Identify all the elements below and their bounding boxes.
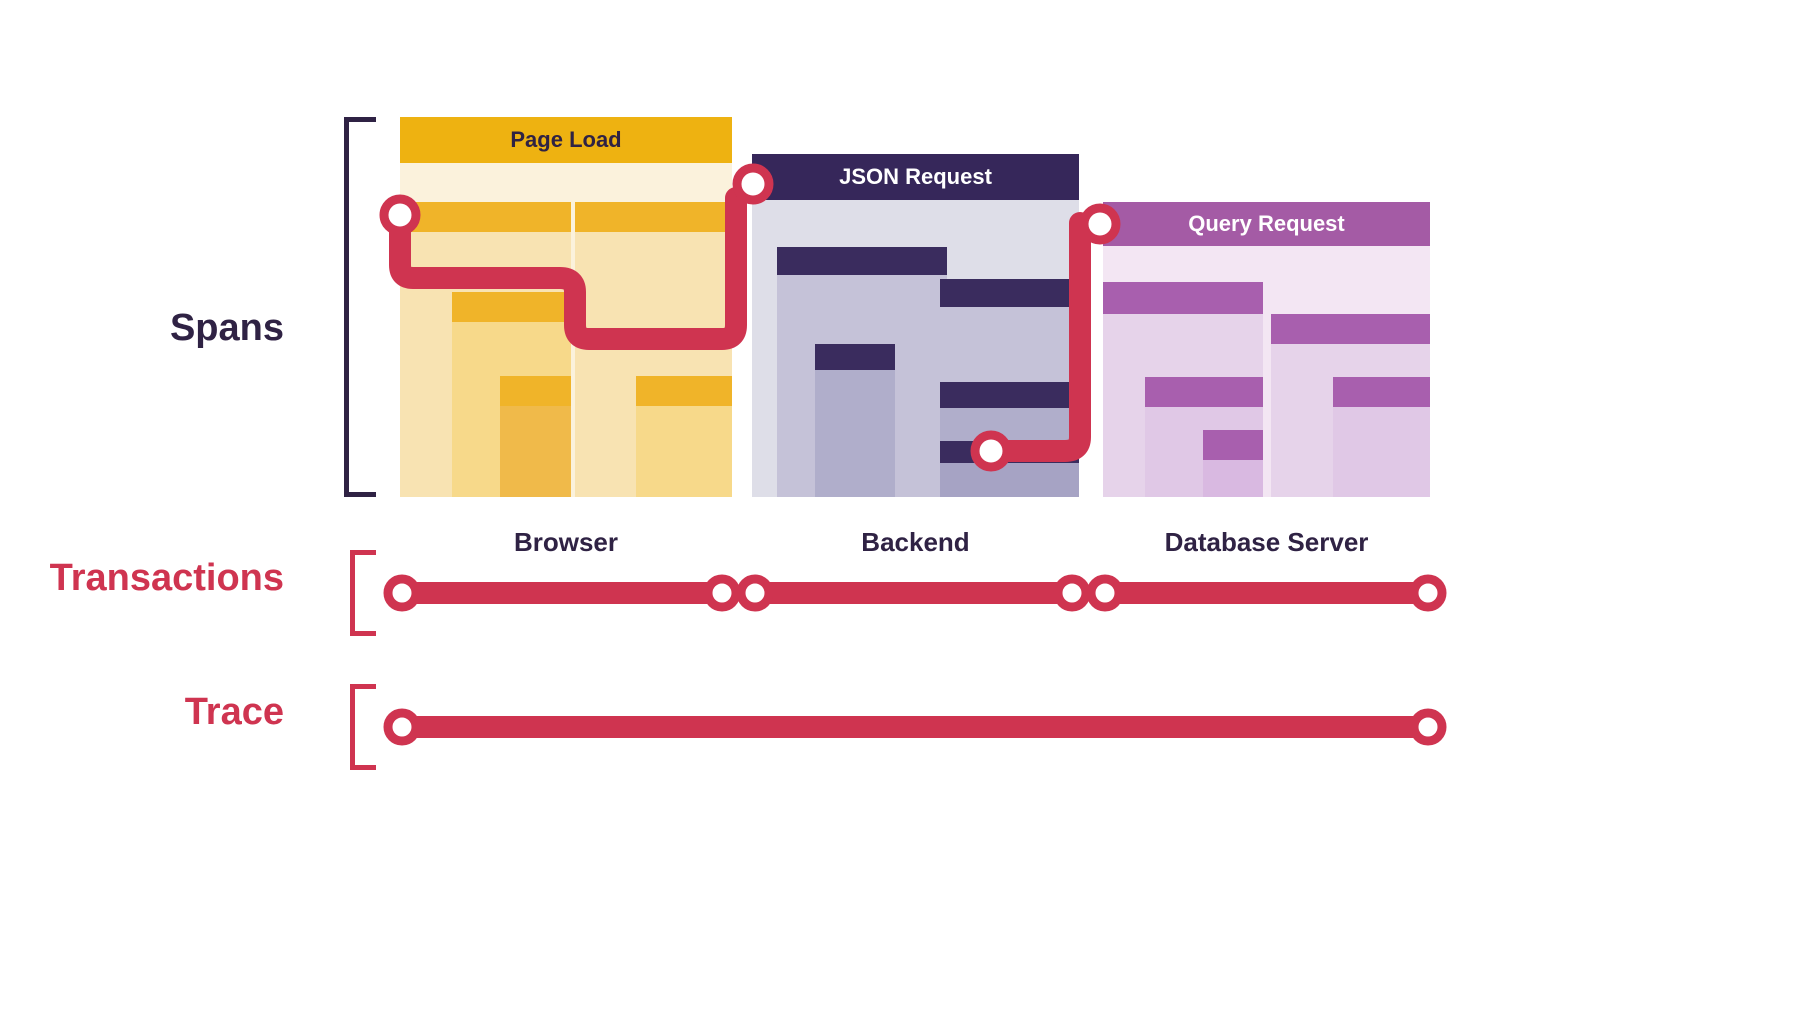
trace-node-end[interactable]: [1409, 708, 1447, 746]
span-backend-grandchild-a1: [815, 344, 895, 497]
transaction-node-query-request-start[interactable]: [1086, 574, 1124, 612]
service-caption-backend: Backend: [861, 527, 970, 557]
service-caption-database: Database Server: [1164, 527, 1369, 557]
transaction-node-query-request-end[interactable]: [1409, 574, 1447, 612]
transaction-node-json-request-start[interactable]: [736, 574, 774, 612]
transaction-node-page-load-end[interactable]: [703, 574, 741, 612]
service-column-database: Query Request: [1103, 202, 1430, 497]
trace-node-start[interactable]: [383, 708, 421, 746]
span-db-child-a-head: [1103, 282, 1263, 314]
row-label-trace: Trace: [184, 691, 284, 733]
span-db-grandchild-b1: [1333, 377, 1430, 497]
row-label-transactions: Transactions: [49, 557, 284, 599]
span-browser-greatgrandchild-a2-head: [500, 376, 571, 406]
span-db-grandchild-b1-head: [1333, 377, 1430, 407]
bracket-transactions: [350, 550, 376, 636]
span-db-grandchild-a1-head: [1145, 377, 1263, 407]
transaction-title-json-request: JSON Request: [752, 154, 1079, 200]
service-caption-browser: Browser: [513, 527, 619, 557]
row-label-spans: Spans: [169, 307, 284, 349]
span-db-child-b-head: [1271, 314, 1430, 344]
span-backend-grandchild-a1-head: [815, 344, 895, 370]
span-backend-child-a-head: [777, 247, 947, 275]
bracket-trace: [350, 684, 376, 770]
transaction-title-page-load: Page Load: [400, 117, 732, 163]
transaction-node-page-load-start[interactable]: [383, 574, 421, 612]
span-browser-greatgrandchild-a2: [500, 376, 571, 497]
transaction-title-query-request: Query Request: [1103, 202, 1430, 246]
bracket-spans: [344, 117, 376, 497]
span-db-greatgrandchild-a2-head: [1203, 430, 1263, 460]
span-browser-grandchild-b1-head: [636, 376, 732, 406]
span-browser-grandchild-b1: [636, 376, 732, 497]
span-db-greatgrandchild-a2: [1203, 430, 1263, 497]
transaction-node-json-request-end[interactable]: [1053, 574, 1091, 612]
